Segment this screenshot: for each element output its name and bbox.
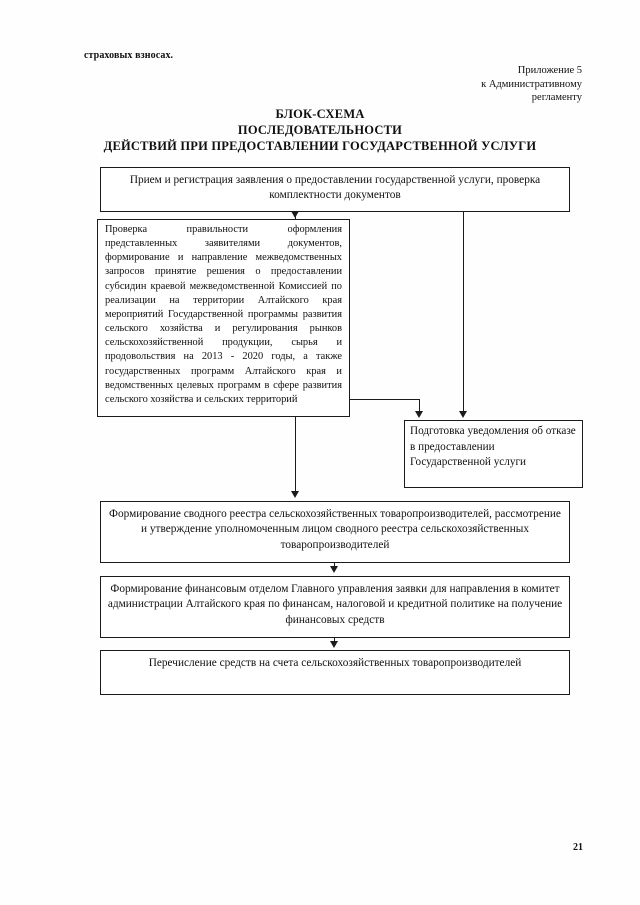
appendix-reference-line-1: Приложение 5: [517, 65, 582, 76]
appendix-reference-line-3: регламенту: [531, 92, 582, 103]
connector-intake-to-refusal-line: [463, 212, 465, 414]
appendix-reference-line-2: к Административному: [481, 78, 582, 90]
connector-intake-to-review-arrow-icon: [291, 211, 299, 218]
page-title-line-1: БЛОК-СХЕМА: [275, 107, 365, 121]
connector-review-to-refusal-vertical: [419, 399, 421, 414]
page-title-line-2: ПОСЛЕДОВАТЕЛЬНОСТИ: [237, 123, 403, 137]
connector-review-to-refusal-horizontal: [350, 399, 420, 401]
connector-review-to-registry-arrow-icon: [291, 491, 299, 498]
flow-node-intake: Прием и регистрация заявления о предоста…: [100, 167, 570, 212]
connector-request-to-transfer-arrow-icon: [330, 641, 338, 648]
connector-registry-to-request-arrow-icon: [330, 566, 338, 573]
connector-intake-to-refusal-arrow-icon: [459, 411, 467, 418]
page-title-line-3: ДЕЙСТВИЙ ПРИ ПРЕДОСТАВЛЕНИИ ГОСУДАРСТВЕН…: [103, 139, 537, 153]
connector-review-to-registry-line: [295, 417, 297, 493]
connector-review-to-refusal-arrow-icon: [415, 411, 423, 418]
page-number: 21: [573, 842, 583, 853]
page-title: БЛОК-СХЕМА ПОСЛЕДОВАТЕЛЬНОСТИ ДЕЙСТВИЙ П…: [0, 106, 640, 154]
running-head: страховых взносах.: [84, 50, 174, 61]
flow-node-request: Формирование финансовым отделом Главного…: [100, 576, 570, 638]
flow-node-refusal: Подготовка уведомления об отказе в предо…: [404, 420, 583, 488]
flow-node-registry: Формирование сводного реестра сельскохоз…: [100, 501, 570, 563]
appendix-reference: Приложение 5 к Административному регламе…: [362, 64, 582, 105]
flow-node-review: Проверка правильности оформления предста…: [97, 219, 350, 417]
flow-node-transfer: Перечисление средств на счета сельскохоз…: [100, 650, 570, 695]
